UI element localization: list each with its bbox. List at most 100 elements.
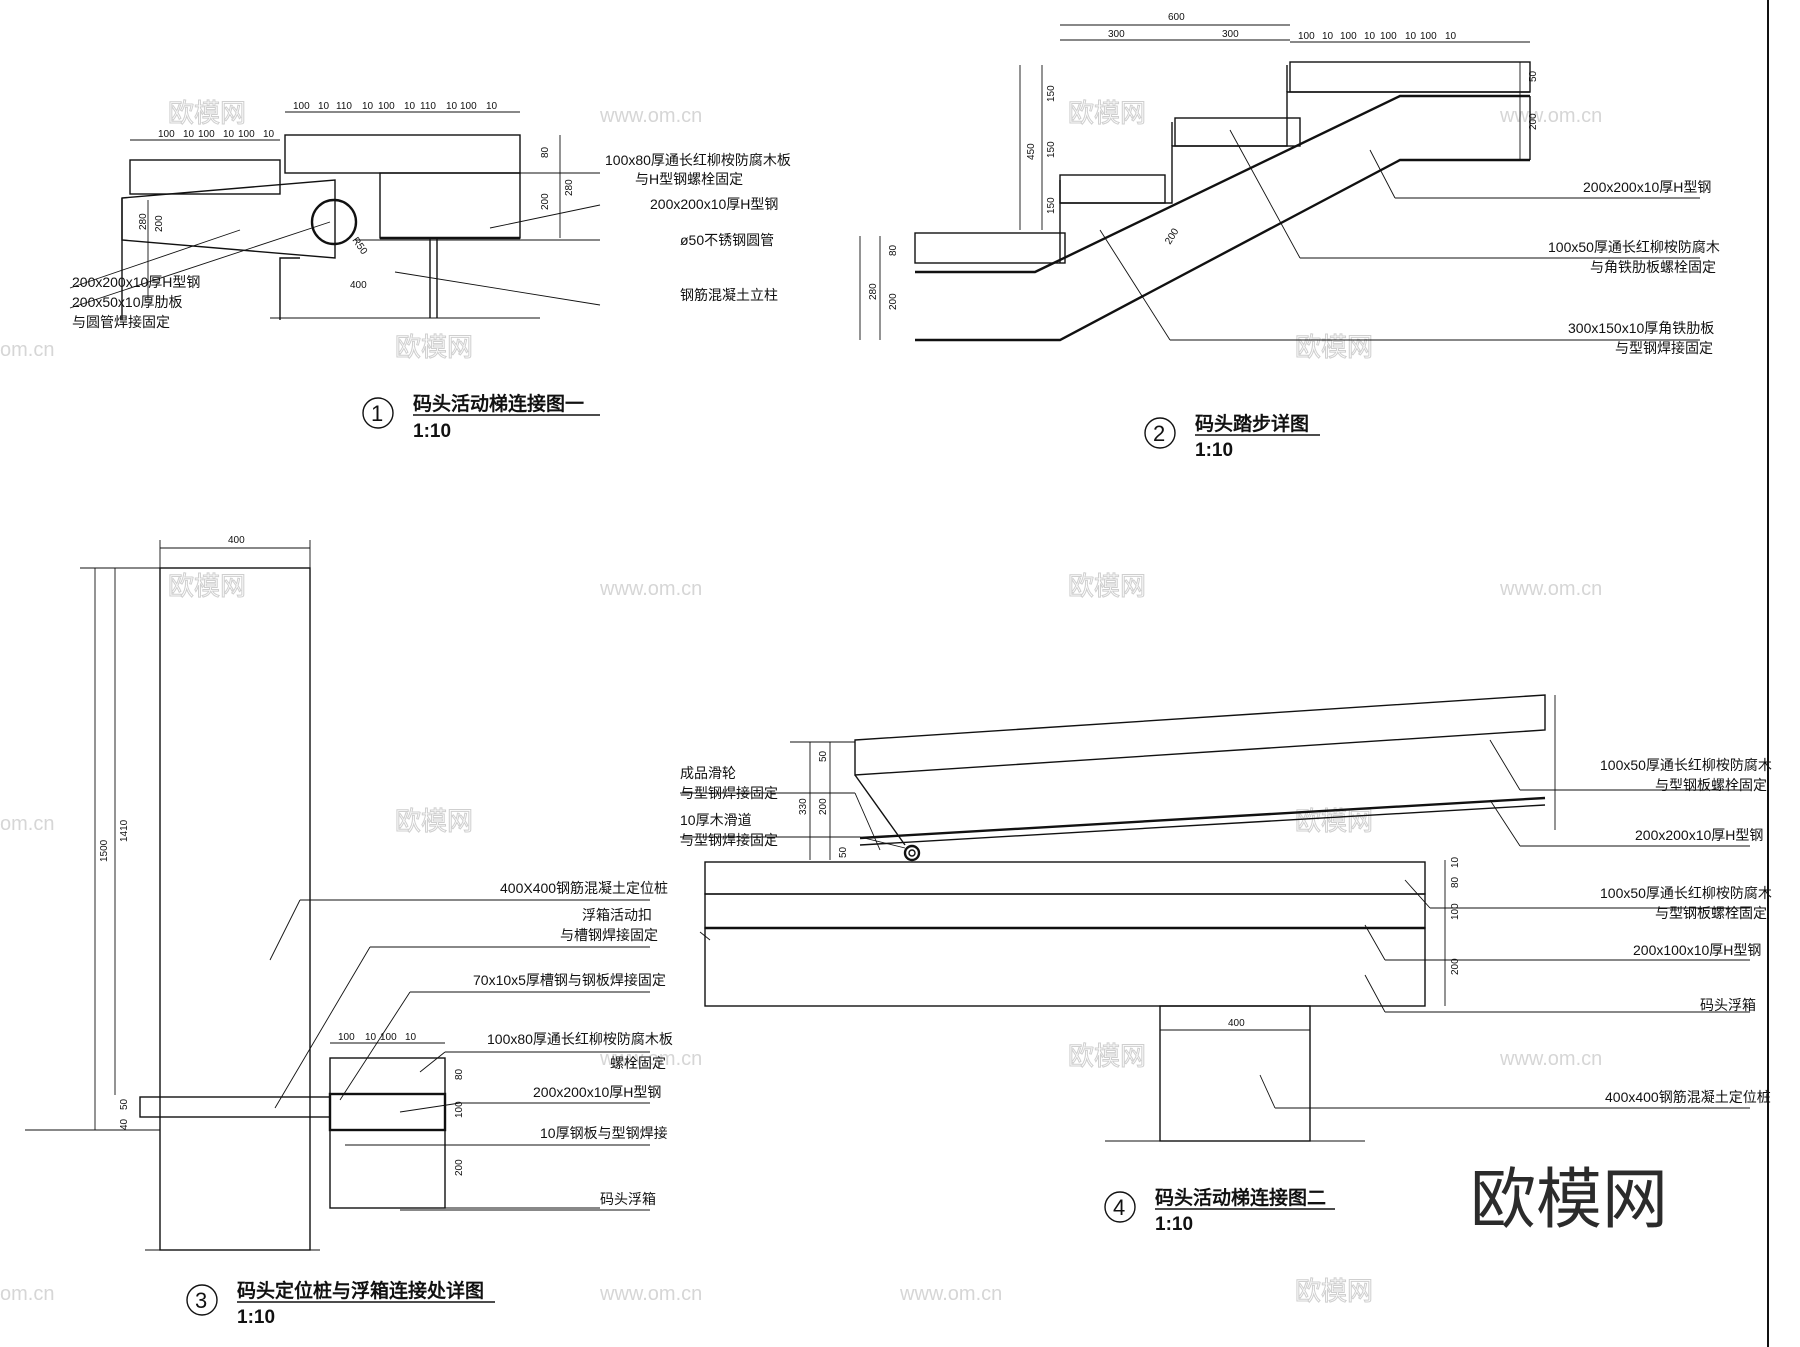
detail-number-circle [1144, 417, 1176, 449]
watermark-url: www.om.cn [599, 105, 702, 127]
step-profile [1059, 91, 1530, 263]
detail-1: 100 10 100 10 100 10 100 10 110 10 100 1… [69, 101, 791, 442]
dim-label: 200 [1163, 226, 1181, 246]
ramp-end [854, 774, 906, 846]
watermark: 欧模网 [168, 571, 246, 601]
dim-label: 110 [420, 101, 436, 112]
dim-label: 10 [1445, 31, 1457, 42]
annotation: 与型钢焊接固定 [680, 832, 778, 848]
annotation: 10厚钢板与型钢焊接 [540, 1125, 668, 1141]
watermark-url: om.cn [0, 813, 54, 835]
annotation: 100x80厚通长红柳桉防腐木板 [605, 152, 791, 168]
detail-number-circle [186, 1284, 218, 1316]
steel-pipe [310, 198, 358, 246]
annotation: 200x200x10厚H型钢 [650, 196, 778, 212]
leader-line [419, 1051, 446, 1073]
dim-label: 100 [1420, 31, 1437, 42]
steel-h-beam-sloped [859, 796, 1546, 840]
steel-h-beam-sloped [859, 804, 1546, 846]
dim-label: 200 [888, 293, 899, 310]
dim-label: 150 [1046, 197, 1057, 214]
annotation: 与圆管焊接固定 [72, 314, 170, 330]
watermark: 欧模网 [1068, 1041, 1146, 1071]
dim-label: 330 [798, 798, 809, 815]
watermark-url: www.om.cn [1499, 105, 1602, 127]
annotation: 钢筋混凝土立柱 [680, 287, 778, 303]
detail-4: 400 50 330 200 50 10 80 100 200 成品滑轮 与型钢… [680, 694, 1772, 1235]
timber-tread [1059, 174, 1166, 204]
annotation: 200x200x10厚H型钢 [1583, 179, 1711, 195]
leader-line [269, 899, 301, 961]
dim-label: 110 [336, 101, 352, 112]
dim-label: 600 [1168, 12, 1185, 23]
annotation: 与槽钢焊接固定 [560, 927, 658, 943]
watermark: 欧模网 [1295, 1276, 1373, 1306]
annotation: 300x150x10厚角铁肋板 [1568, 320, 1714, 336]
dim-label: 80 [888, 244, 899, 256]
dim-label: 80 [1450, 876, 1461, 888]
dim-label: 100 [454, 1101, 465, 1118]
dim-label: 400 [350, 280, 367, 291]
watermark-url: www.om.cn [599, 1048, 702, 1070]
annotation: 成品滑轮 [680, 765, 736, 781]
annotation: 70x10x5厚槽钢与钢板焊接固定 [473, 972, 666, 988]
watermark: 欧模网 [395, 806, 473, 836]
float-clamp [139, 1096, 331, 1118]
leader-line [1259, 1074, 1276, 1109]
dim-label: 10 [404, 101, 416, 112]
float-box [704, 927, 1426, 1007]
steel-stringer-top [915, 94, 1530, 274]
timber-deck-boards [704, 861, 1426, 895]
annotation: 10厚木滑道 [680, 812, 752, 828]
leader-line [274, 946, 371, 1109]
detail-title: 码头活动梯连接图一 [413, 392, 584, 415]
annotation: 与型钢板螺栓固定 [1655, 777, 1767, 793]
watermark-url: www.om.cn [599, 1283, 702, 1305]
timber-deck-boards [284, 134, 521, 174]
detail-scale: 1:10 [413, 421, 451, 442]
dim-label: 100 [1340, 31, 1357, 42]
dim-label: 100 [238, 129, 255, 140]
dim-label: 1500 [99, 839, 110, 862]
dim-label: 10 [405, 1032, 417, 1043]
dim-label: 100 [293, 101, 310, 112]
dim-label: 280 [564, 179, 575, 196]
dim-label: 100 [378, 101, 395, 112]
annotation: 浮箱活动扣 [582, 907, 652, 923]
steel-h-beam [704, 893, 1426, 929]
dim-label: 10 [446, 101, 458, 112]
watermark: 欧模网 [1068, 571, 1146, 601]
annotation: 与H型钢螺栓固定 [635, 171, 743, 187]
dim-label: 10 [183, 129, 195, 140]
annotation: 200x200x10厚H型钢 [533, 1084, 661, 1100]
dim-label: R50 [350, 235, 370, 257]
dim-label: 100 [158, 129, 175, 140]
break-mark [699, 931, 711, 941]
detail-2: 600 300 300 100 10 100 10 100 10 100 10 … [859, 12, 1720, 461]
timber-ramp-boards [854, 694, 1546, 776]
dim-label: 10 [486, 101, 498, 112]
detail-number-circle [362, 397, 394, 429]
dim-label: 300 [1108, 29, 1125, 40]
annotation: 100x50厚通长红柳桉防腐木 [1600, 885, 1772, 901]
detail-scale: 1:10 [237, 1307, 275, 1328]
watermark: 欧模网 [1068, 98, 1146, 128]
annotation: 400x400钢筋混凝土定位桩 [1605, 1089, 1771, 1105]
dim-label: 200 [1528, 113, 1539, 130]
dim-label: 10 [1322, 31, 1334, 42]
dim-label: 400 [228, 535, 245, 546]
leader-line [1229, 129, 1301, 259]
dim-label: 80 [540, 146, 551, 158]
dim-label: 200 [540, 193, 551, 210]
dim-label: 280 [868, 283, 879, 300]
dim-label: 10 [1450, 856, 1461, 868]
dim-label: 10 [1405, 31, 1417, 42]
leader-line [1364, 974, 1386, 1013]
watermarks: 欧模网 欧模网 欧模网 欧模网 欧模网 欧模网 欧模网 欧模网 欧模网 欧模网 … [0, 98, 1602, 1307]
brand-watermark: 欧模网 [1470, 1162, 1668, 1236]
dim-label: 200 [818, 798, 829, 815]
dim-label: 10 [1364, 31, 1376, 42]
dim-label: 300 [1222, 29, 1239, 40]
dim-label: 50 [119, 1098, 130, 1110]
